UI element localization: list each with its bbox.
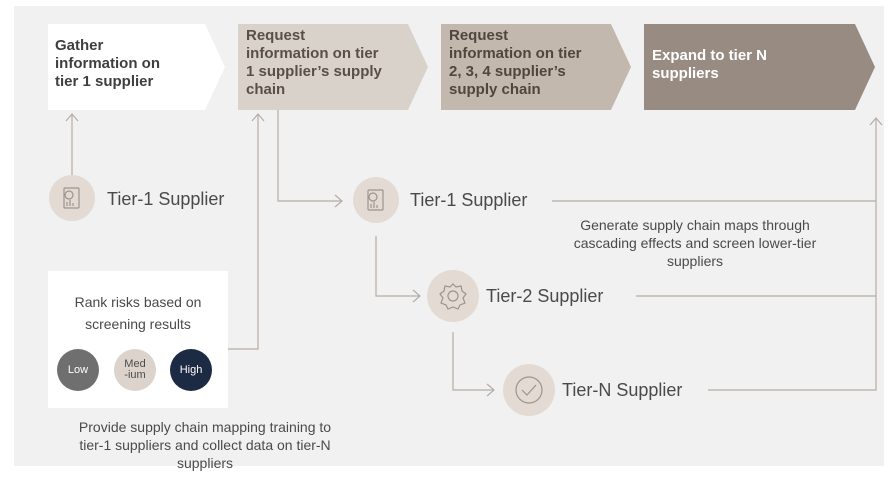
step-1-line-1: Gather <box>55 37 104 54</box>
step-1-line-3: tier 1 supplier <box>55 73 154 90</box>
origin-tier1-node-icon <box>49 175 95 221</box>
step-3-line-4: supply chain <box>449 81 541 98</box>
step-2-line-2: information on tier <box>246 45 379 62</box>
arrowhead-step1 <box>65 113 79 122</box>
tierN-node-icon <box>503 364 555 416</box>
training-note-line-2: tier-1 suppliers and collect data on tie… <box>79 437 331 453</box>
arrowhead-tierN <box>486 383 495 397</box>
risk-badge-high-label: High <box>179 363 203 376</box>
origin-tier1-label: Tier-1 Supplier <box>107 189 225 209</box>
connector-step2-to-tier1 <box>277 110 341 202</box>
connector-tier1-to-tier2 <box>375 236 419 297</box>
training-note-line-3: suppliers <box>176 455 234 471</box>
risk-badge-medium: Med -ium <box>114 349 156 391</box>
risk-badge-medium-line-1: Med <box>124 358 146 370</box>
connector-tierN-to-step4 <box>708 118 877 391</box>
arrowhead-step2 <box>251 113 265 122</box>
step-2-label: Request information on tier 1 supplier’s… <box>246 27 382 99</box>
rank-risks-title: Rank risks based on screening results <box>48 291 228 335</box>
arrowhead-tier1 <box>334 194 343 208</box>
tier2-node-label: Tier-2 Supplier <box>486 286 604 306</box>
step-1-label: Gather information on tier 1 supplier <box>55 37 160 91</box>
generate-note-line-3: suppliers <box>666 253 724 269</box>
tierN-node-label: Tier-N Supplier <box>562 380 683 400</box>
generate-maps-note: Generate supply chain maps through casca… <box>530 216 860 270</box>
step-4-line-1: Expand to tier N <box>652 47 768 64</box>
risk-badge-low-label: Low <box>67 363 89 376</box>
step-4-chevron <box>644 24 875 110</box>
step-3-line-3: 2, 3, 4 supplier’s <box>449 63 566 80</box>
step-3-label: Request information on tier 2, 3, 4 supp… <box>449 27 582 99</box>
connector-rank-to-step2 <box>228 114 259 350</box>
step-2-line-3: 1 supplier’s supply <box>246 63 382 80</box>
risk-badge-high: High <box>170 349 212 391</box>
step-1-chevron <box>48 24 225 110</box>
tier2-node-icon <box>427 270 479 322</box>
step-4-label: Expand to tier N suppliers <box>652 47 767 83</box>
arrowhead-step4 <box>869 117 883 126</box>
step-3-line-2: information on tier <box>449 45 582 62</box>
arrowhead-tier2 <box>412 289 421 303</box>
step-3-chevron <box>441 24 631 110</box>
step-1-line-2: information on <box>55 55 160 72</box>
step-2-chevron <box>238 24 428 110</box>
training-note: Provide supply chain mapping training to… <box>40 418 370 472</box>
step-3-line-1: Request <box>449 27 509 44</box>
tier1-node-label: Tier-1 Supplier <box>410 190 528 210</box>
step-2-line-4: chain <box>246 81 286 98</box>
connector-tier2-to-tierN <box>452 332 493 391</box>
risk-badge-medium-line-2: -ium <box>124 369 146 381</box>
generate-note-line-1: Generate supply chain maps through <box>580 217 810 233</box>
training-note-line-1: Provide supply chain mapping training to <box>78 419 332 435</box>
risk-badge-low: Low <box>57 349 99 391</box>
step-2-line-1: Request <box>246 27 306 44</box>
rank-title-line-2: screening results <box>85 316 191 332</box>
rank-title-line-1: Rank risks based on <box>74 294 202 310</box>
step-4-line-2: suppliers <box>652 65 719 82</box>
generate-note-line-2: cascading effects and screen lower-tier <box>573 235 817 251</box>
tier1-node-icon <box>353 177 399 223</box>
